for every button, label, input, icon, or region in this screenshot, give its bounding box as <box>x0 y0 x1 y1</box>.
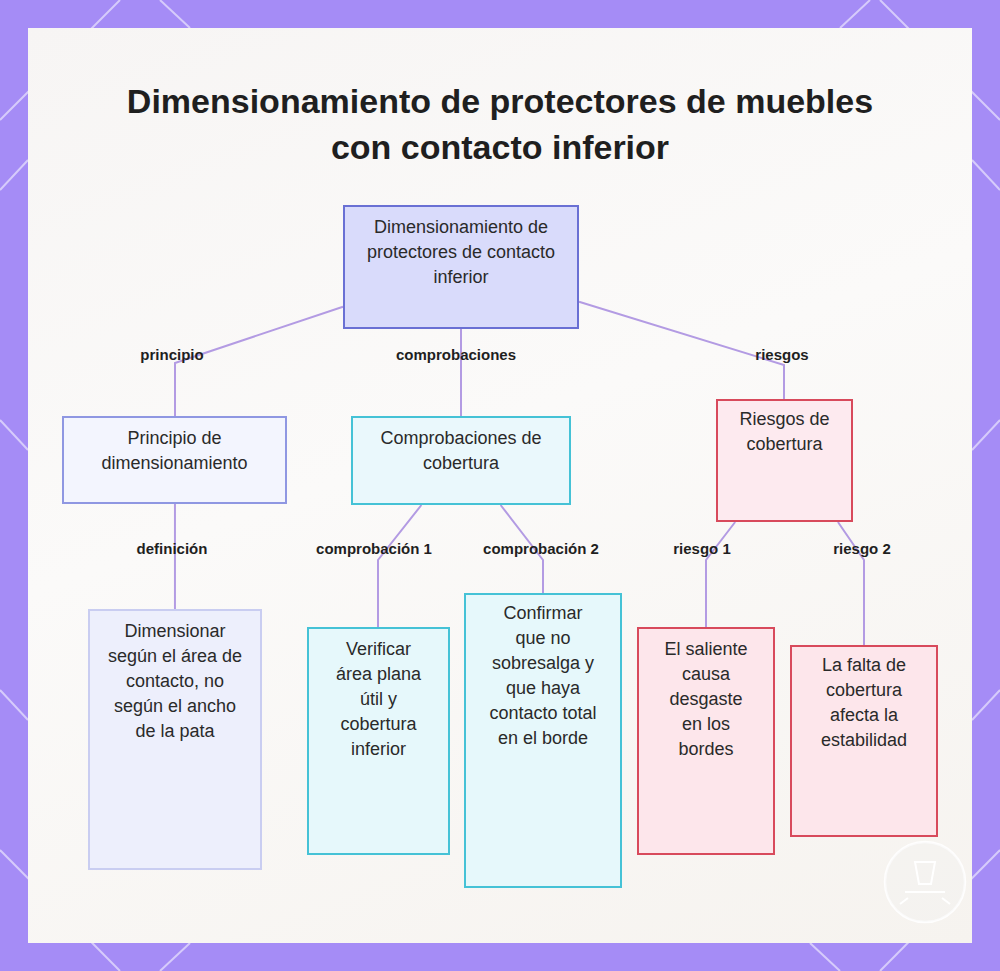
connector-line <box>461 329 462 416</box>
edge-label: comprobación 1 <box>316 540 432 558</box>
node-text: Dimensionamiento de protectores de conta… <box>359 215 563 290</box>
edge-label: principio <box>140 346 203 364</box>
edge-label: definición <box>137 540 208 558</box>
connector-line <box>579 302 784 399</box>
category-box: Comprobaciones de cobertura <box>351 416 571 505</box>
node-text: Principio de dimensionamiento <box>74 426 275 476</box>
edge-label: comprobaciones <box>396 346 516 364</box>
node-text: Verificar área plana útil y cobertura in… <box>327 637 430 762</box>
detail-box: Dimensionar según el área de contacto, n… <box>88 609 262 870</box>
node-text: El saliente causa desgaste en los bordes <box>657 637 755 762</box>
edge-label: riesgo 1 <box>673 540 731 558</box>
edge-label: comprobación 2 <box>483 540 599 558</box>
detail-box: El saliente causa desgaste en los bordes <box>637 627 775 855</box>
detail-box: Confirmar que no sobresalga y que haya c… <box>464 593 622 888</box>
connector-line <box>378 505 421 627</box>
node-text: Confirmar que no sobresalga y que haya c… <box>486 601 600 751</box>
node-text: Riesgos de cobertura <box>728 407 841 457</box>
node-text: Comprobaciones de cobertura <box>363 426 559 476</box>
connector-line <box>706 522 735 627</box>
category-box: Principio de dimensionamiento <box>62 416 287 504</box>
root-box: Dimensionamiento de protectores de conta… <box>343 205 579 329</box>
diagram-title: Dimensionamiento de protectores de muebl… <box>100 78 900 170</box>
edge-label: riesgos <box>755 346 808 364</box>
category-box: Riesgos de cobertura <box>716 399 853 522</box>
node-text: La falta de cobertura afecta la estabili… <box>804 653 924 753</box>
node-text: Dimensionar según el área de contacto, n… <box>106 619 244 744</box>
detail-box: Verificar área plana útil y cobertura in… <box>307 627 450 855</box>
detail-box: La falta de cobertura afecta la estabili… <box>790 645 938 837</box>
edge-label: riesgo 2 <box>833 540 891 558</box>
